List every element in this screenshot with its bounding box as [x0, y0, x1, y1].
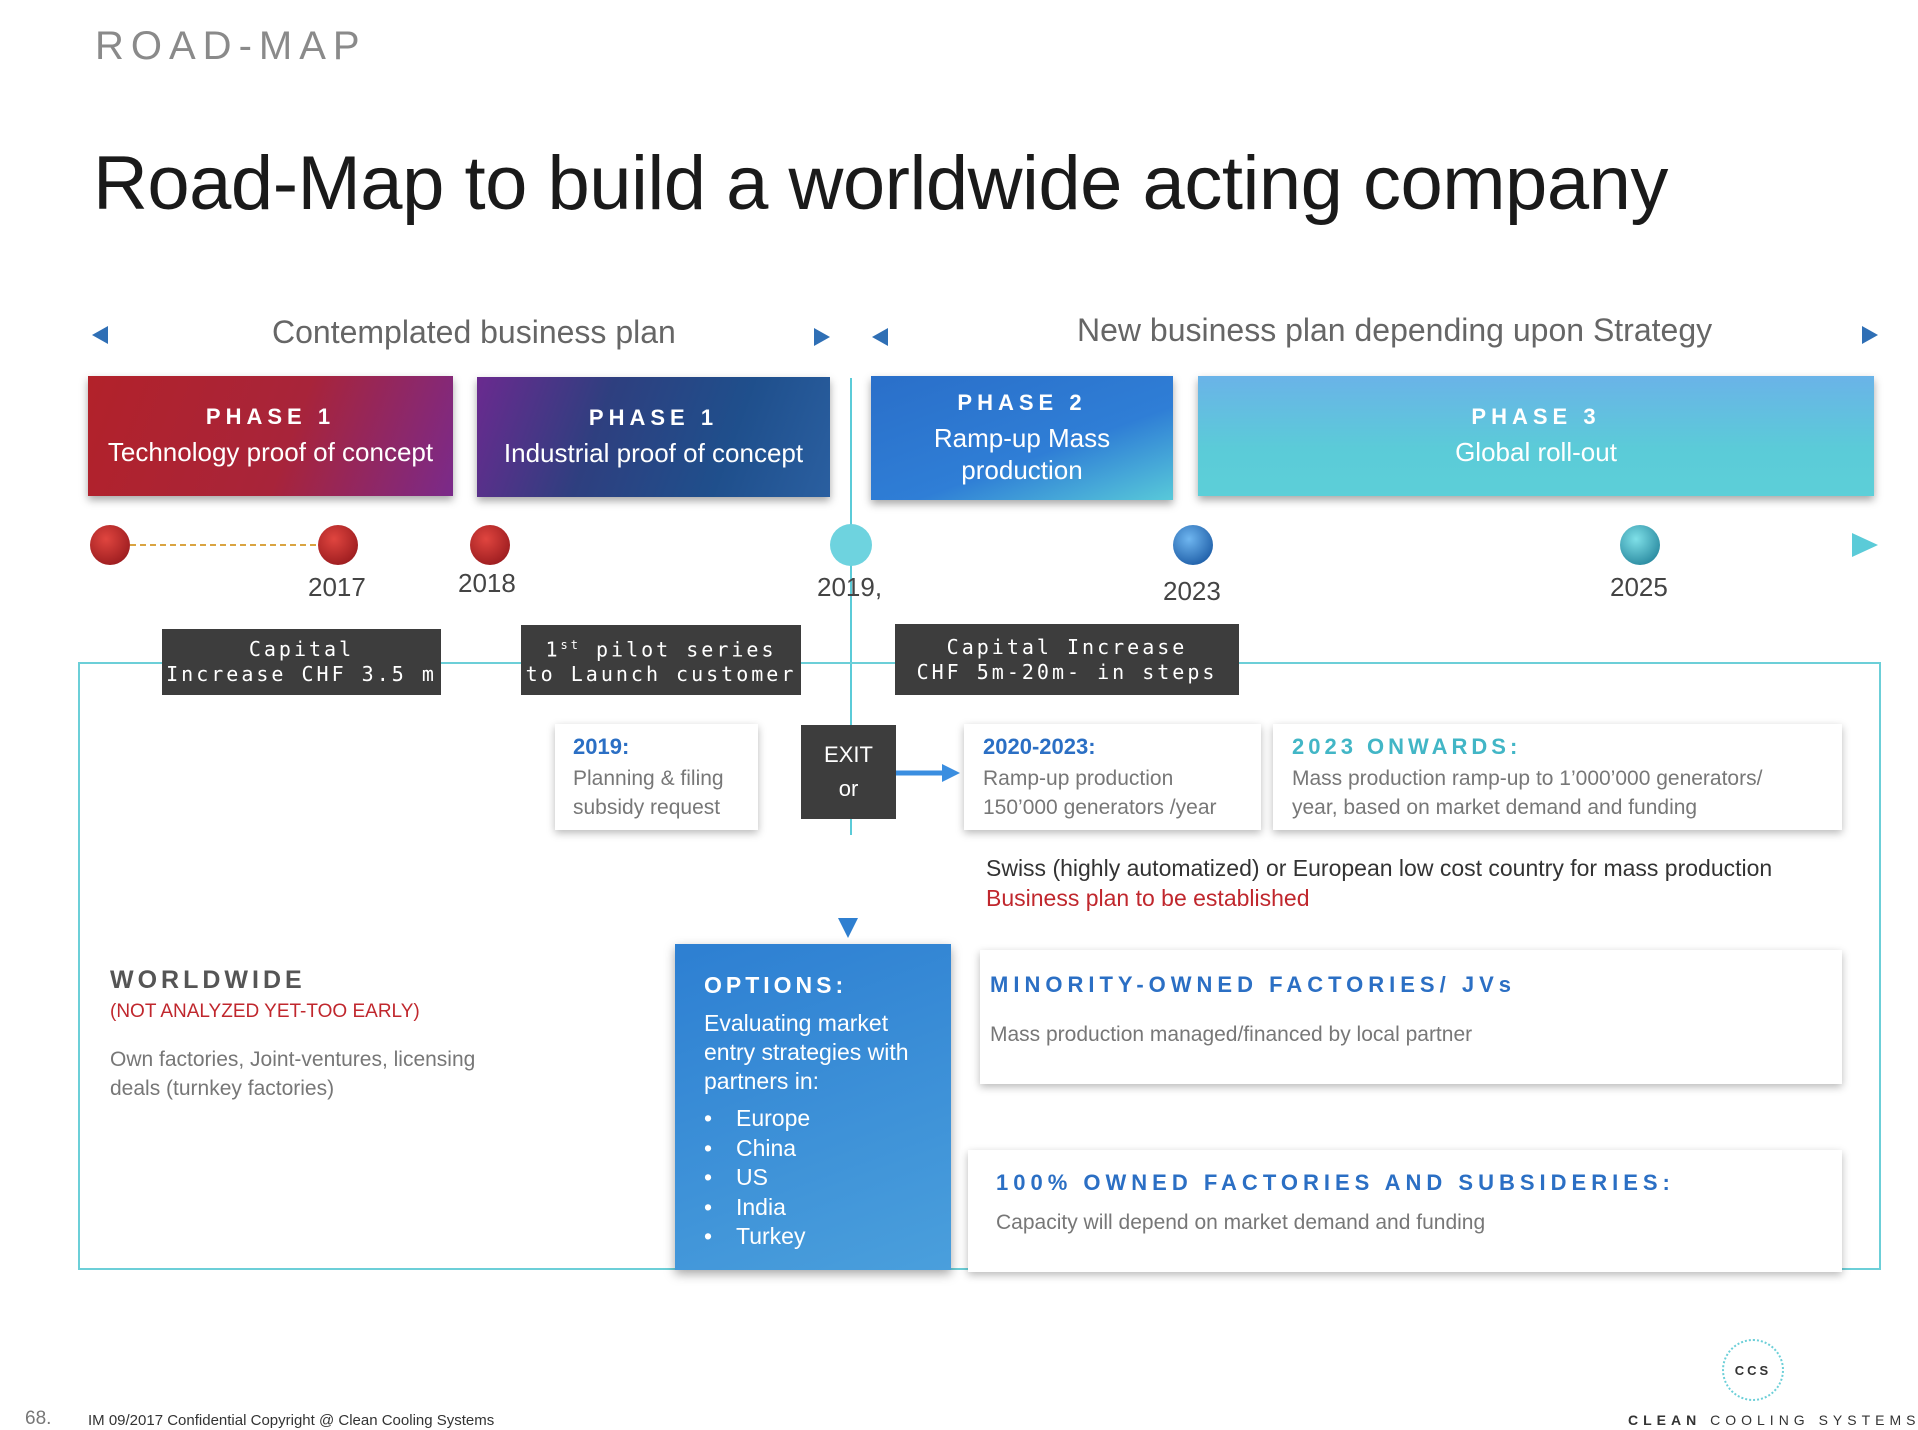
card-2020-2023: 2020-2023: Ramp-up production 150’000 ge… — [964, 724, 1261, 830]
minority-head: MINORITY-OWNED FACTORIES/ JVs — [990, 972, 1516, 997]
card-2020-head: 2020-2023: — [983, 734, 1096, 759]
pilot-line-2: to Launch customer — [525, 662, 797, 687]
card-2020-line-1: Ramp-up production — [983, 767, 1174, 790]
phase-text: Technology proof of concept — [107, 437, 434, 467]
owned-body: Capacity will depend on market demand an… — [996, 1211, 1486, 1234]
plan-arrow-left-1 — [92, 326, 238, 344]
exit-line-1: EXIT — [824, 742, 873, 767]
exit-arrow-down — [838, 818, 858, 938]
worldwide-line-2: deals (turnkey factories) — [110, 1077, 335, 1100]
capital-steps-line-2: CHF 5m-20m- in steps — [916, 659, 1218, 684]
card-2019: 2019: Planning & filing subsidy request — [555, 724, 758, 830]
copyright-text: IM 09/2017 Confidential Copyright @ Clea… — [88, 1412, 495, 1429]
page-title: Road-Map to build a worldwide acting com… — [93, 141, 1668, 226]
phase-number: PHASE 1 — [205, 404, 336, 429]
year-2023: 2023 — [1163, 576, 1221, 606]
list-item: •China — [704, 1134, 797, 1161]
contemplated-plan-label: Contemplated business plan — [272, 314, 676, 350]
timeline-dot-2018 — [470, 525, 510, 565]
exit-box: EXIT or — [801, 725, 896, 819]
worldwide-subtitle: (NOT ANALYZED YET-TOO EARLY) — [110, 1001, 420, 1022]
options-box: OPTIONS: Evaluating market entry strateg… — [675, 944, 951, 1270]
worldwide-block: WORLDWIDE (NOT ANALYZED YET-TOO EARLY) O… — [110, 966, 475, 1103]
exit-line-2: or — [838, 776, 859, 801]
plan-arrow-right-2 — [1738, 326, 1878, 344]
timeline-arrowhead — [1852, 533, 1878, 557]
year-2018: 2018 — [458, 568, 516, 598]
phase-number: PHASE 1 — [588, 405, 719, 430]
phase-number: PHASE 3 — [1471, 404, 1601, 429]
timeline-dot-2023 — [1173, 525, 1213, 565]
phase-3-global: PHASE 3 Global roll-out — [1198, 376, 1874, 496]
year-2017: 2017 — [308, 572, 366, 602]
capital-increase-box: Capital Increase CHF 3.5 m — [162, 629, 441, 695]
timeline-dot-2017 — [318, 525, 358, 565]
card-2023-head: 2023 ONWARDS: — [1292, 734, 1522, 759]
ccs-logo-icon: CCS — [1722, 1339, 1784, 1401]
company-name: CLEAN COOLING SYSTEMS — [1628, 1412, 1918, 1428]
card-2023-onwards: 2023 ONWARDS: Mass production ramp-up to… — [1273, 724, 1842, 830]
list-item: •Turkey — [704, 1223, 806, 1249]
list-item: •Europe — [704, 1105, 811, 1131]
logo-abbr: CCS — [1734, 1362, 1772, 1378]
phase-text: Global roll-out — [1455, 437, 1617, 467]
new-plan-label: New business plan depending upon Strateg… — [1077, 312, 1713, 348]
plan-arrow-left-2 — [872, 328, 1018, 346]
options-intro: Evaluating market entry strategies with … — [704, 1010, 909, 1094]
card-2023-line-1: Mass production ramp-up to 1’000’000 gen… — [1292, 767, 1763, 790]
card-2019-head: 2019: — [573, 734, 630, 759]
timeline-dot-2025 — [1620, 525, 1660, 565]
card-2023-line-2: year, based on market demand and funding — [1292, 796, 1698, 819]
exit-arrow-right — [896, 764, 960, 782]
phase-number: PHASE 2 — [957, 390, 1087, 415]
production-note: Swiss (highly automatized) or European l… — [986, 853, 1772, 913]
phase-1-technology: PHASE 1 Technology proof of concept — [88, 376, 453, 496]
production-note-line-1: Swiss (highly automatized) or European l… — [986, 855, 1773, 881]
worldwide-title: WORLDWIDE — [110, 966, 306, 994]
production-note-line-2: Business plan to be established — [986, 885, 1310, 911]
phase-1-industrial: PHASE 1 Industrial proof of concept — [477, 377, 830, 497]
timeline-dot-start — [90, 525, 130, 565]
section-label: ROAD-MAP — [95, 24, 367, 68]
capital-line-1: Capital — [248, 637, 355, 661]
capital-line-2: Increase CHF 3.5 m — [166, 662, 437, 686]
owned-head: 100% OWNED FACTORIES AND SUBSIDERIES: — [996, 1170, 1675, 1195]
options-title: OPTIONS: — [704, 972, 848, 998]
list-item: •India — [704, 1193, 786, 1220]
phase-text: Ramp-up Mass production — [933, 423, 1111, 485]
options-list: •Europe •China •US •India •Turkey — [704, 1104, 923, 1252]
plan-arrow-right-1 — [692, 328, 830, 346]
capital-steps-line-1: Capital Increase — [946, 634, 1188, 659]
pilot-line-1: 1st pilot series — [545, 637, 777, 662]
minority-body: Mass production managed/financed by loca… — [990, 1023, 1473, 1046]
card-2020-line-2: 150’000 generators /year — [983, 796, 1217, 819]
list-item: •US — [704, 1164, 768, 1190]
year-2019: 2019, — [817, 572, 883, 602]
card-2019-line-2: subsidy request — [573, 796, 721, 819]
capital-increase-steps-box: Capital Increase CHF 5m-20m- in steps — [895, 624, 1239, 695]
minority-owned-card: MINORITY-OWNED FACTORIES/ JVs Mass produ… — [980, 950, 1842, 1084]
phase-2-ramp-up: PHASE 2 Ramp-up Mass production — [871, 376, 1173, 500]
phase-text: Industrial proof of concept — [503, 438, 804, 468]
timeline-dot-2019 — [830, 524, 872, 566]
pilot-series-box: 1st pilot series to Launch customer — [521, 625, 801, 695]
owned-factories-card: 100% OWNED FACTORIES AND SUBSIDERIES: Ca… — [968, 1150, 1842, 1272]
page-number: 68. — [25, 1408, 52, 1429]
card-2019-line-1: Planning & filing — [573, 767, 724, 790]
worldwide-line-1: Own factories, Joint-ventures, licensing — [110, 1048, 476, 1071]
year-2025: 2025 — [1610, 572, 1668, 602]
